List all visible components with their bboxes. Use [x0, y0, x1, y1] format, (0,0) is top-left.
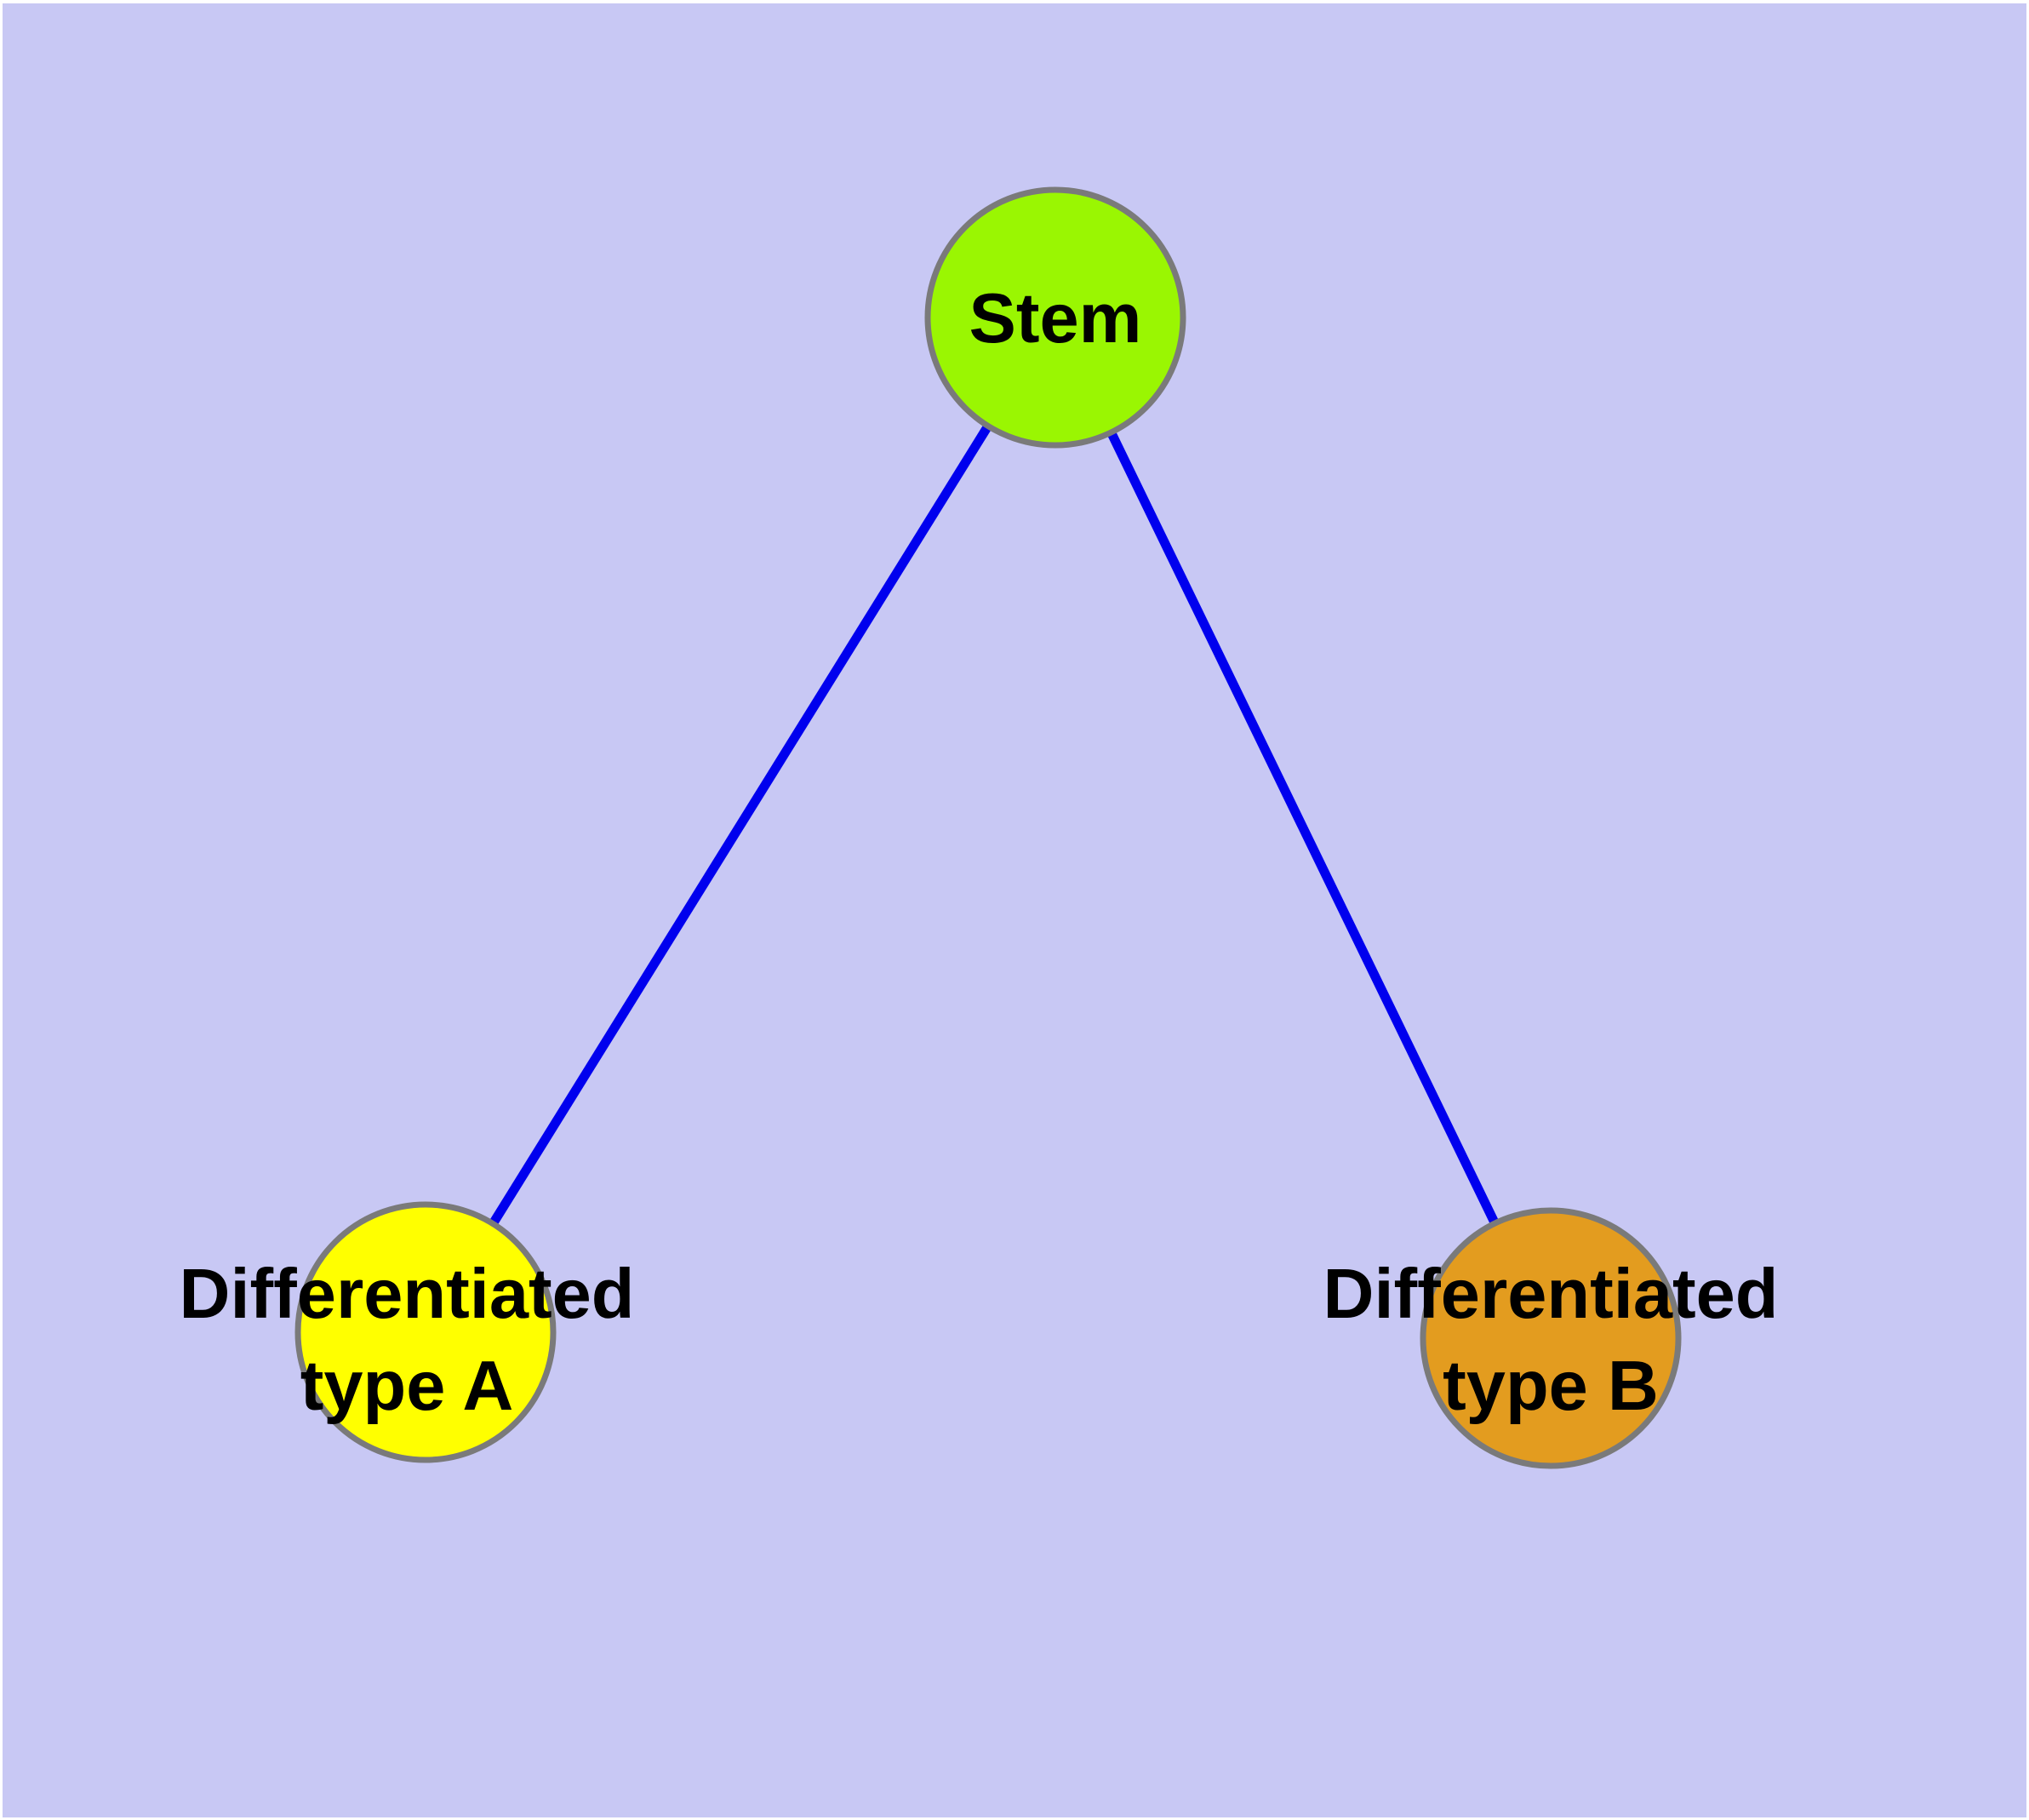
edge-stem-to-type-b [1051, 315, 1555, 1341]
edge-stem-to-type-a [421, 315, 1060, 1335]
node-stem [924, 186, 1186, 449]
node-differentiated-type-a [294, 1201, 557, 1463]
node-type-a-label-line1: Differentiated [180, 1254, 635, 1333]
node-type-b-label-line2: type B [1443, 1346, 1659, 1425]
node-type-a-label-line2: type A [300, 1346, 514, 1425]
node-stem-label: Stem [969, 278, 1142, 358]
node-type-b-label-line1: Differentiated [1323, 1254, 1779, 1333]
node-differentiated-type-b [1420, 1207, 1682, 1469]
